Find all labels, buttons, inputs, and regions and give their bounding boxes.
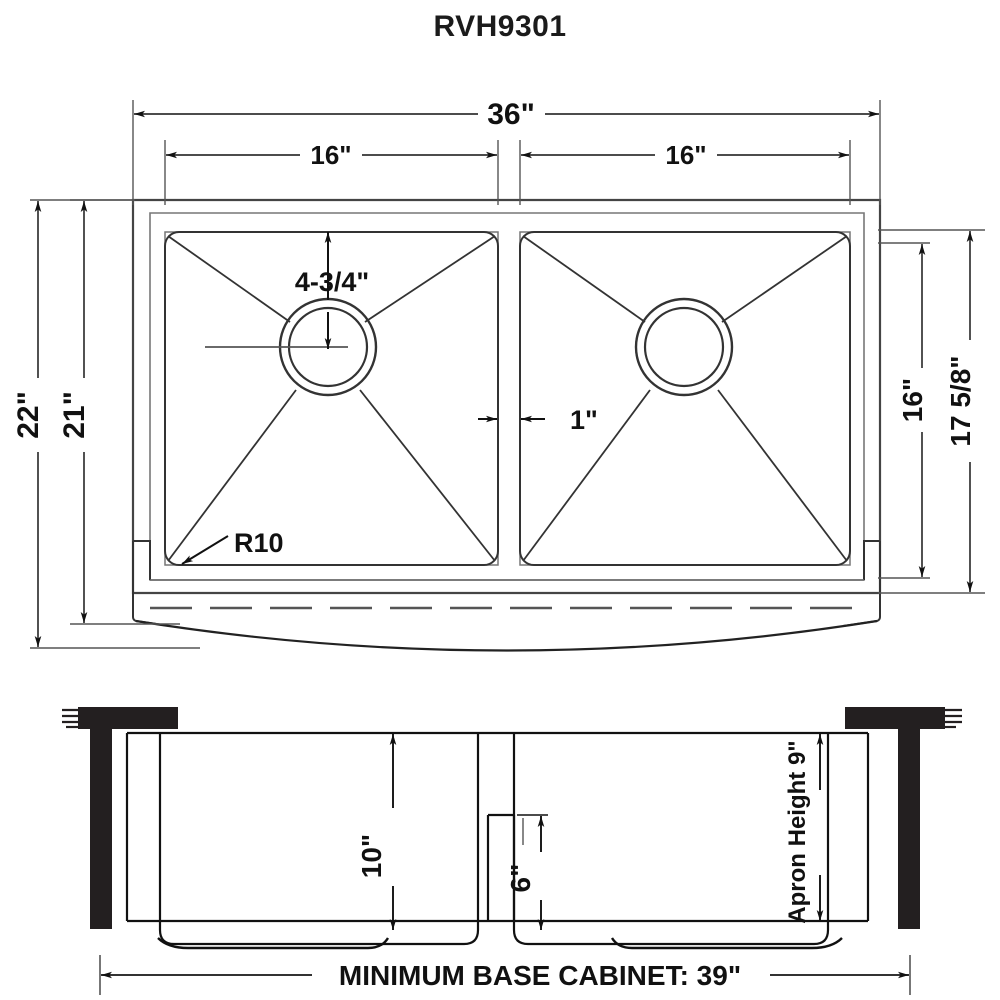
dim-overall-depth: 22" <box>12 391 45 439</box>
right-basin-bottom <box>512 733 814 946</box>
top-view-geometry <box>131 198 882 652</box>
right-drain <box>634 297 734 397</box>
dim-corner-radius: R10 <box>234 528 284 558</box>
right-bowl-top-edge <box>519 231 851 566</box>
sink-rim-inner-line <box>149 212 865 581</box>
elevation-view-dimensions: 10" 6" Apron Height 9" MINIMUM BASE CABI… <box>99 734 911 995</box>
dim-inner-depth: 21" <box>58 391 91 439</box>
apron-right-curve <box>842 593 881 627</box>
dim-bowl-depth: 10" <box>356 834 387 878</box>
dim-right-bowl-width: 16" <box>665 140 706 170</box>
top-view-dimensions: 36" 16" 16" 22" 21" <box>12 98 985 649</box>
dim-divider-height: 6" <box>505 864 536 893</box>
page-title: RVH9301 <box>433 10 567 43</box>
elevation-view-geometry <box>62 707 962 950</box>
dim-overall-width: 36" <box>487 98 535 131</box>
countertop-left-hatch <box>62 708 80 729</box>
right-basin-bottom-radius <box>610 937 843 950</box>
cabinet-wall-right <box>898 729 920 929</box>
dim-drain-offset: 4-3/4" <box>295 267 369 297</box>
left-bowl-slope-lines <box>167 235 496 562</box>
dim-base-cabinet: MINIMUM BASE CABINET: 39" <box>339 960 741 991</box>
apron-right-shoulder <box>863 540 880 580</box>
apron-left-curve <box>132 593 171 627</box>
dim-right-outer-depth: 17 5/8" <box>945 355 976 446</box>
countertop-left <box>78 707 178 729</box>
dim-apron-height: Apron Height 9" <box>784 740 811 923</box>
left-basin-bottom-radius <box>157 937 390 950</box>
dim-divider-thickness: 1" <box>570 405 598 435</box>
left-basin-bottom <box>174 733 480 946</box>
basin-right-wall <box>813 733 830 946</box>
countertop-right-hatch <box>943 708 962 729</box>
apron-left-shoulder <box>133 540 151 580</box>
right-bowl-basin <box>519 231 851 566</box>
left-bowl-basin <box>164 231 499 566</box>
right-bowl-slope-lines <box>522 235 848 562</box>
cabinet-wall-left <box>90 729 112 929</box>
dim-right-inner-depth: 16" <box>897 378 928 422</box>
dim-left-bowl-width: 16" <box>310 140 351 170</box>
leader-line-r10 <box>181 535 229 565</box>
basin-left-wall <box>158 733 175 946</box>
countertop-right <box>845 707 945 729</box>
apron-front-bow <box>135 619 878 652</box>
